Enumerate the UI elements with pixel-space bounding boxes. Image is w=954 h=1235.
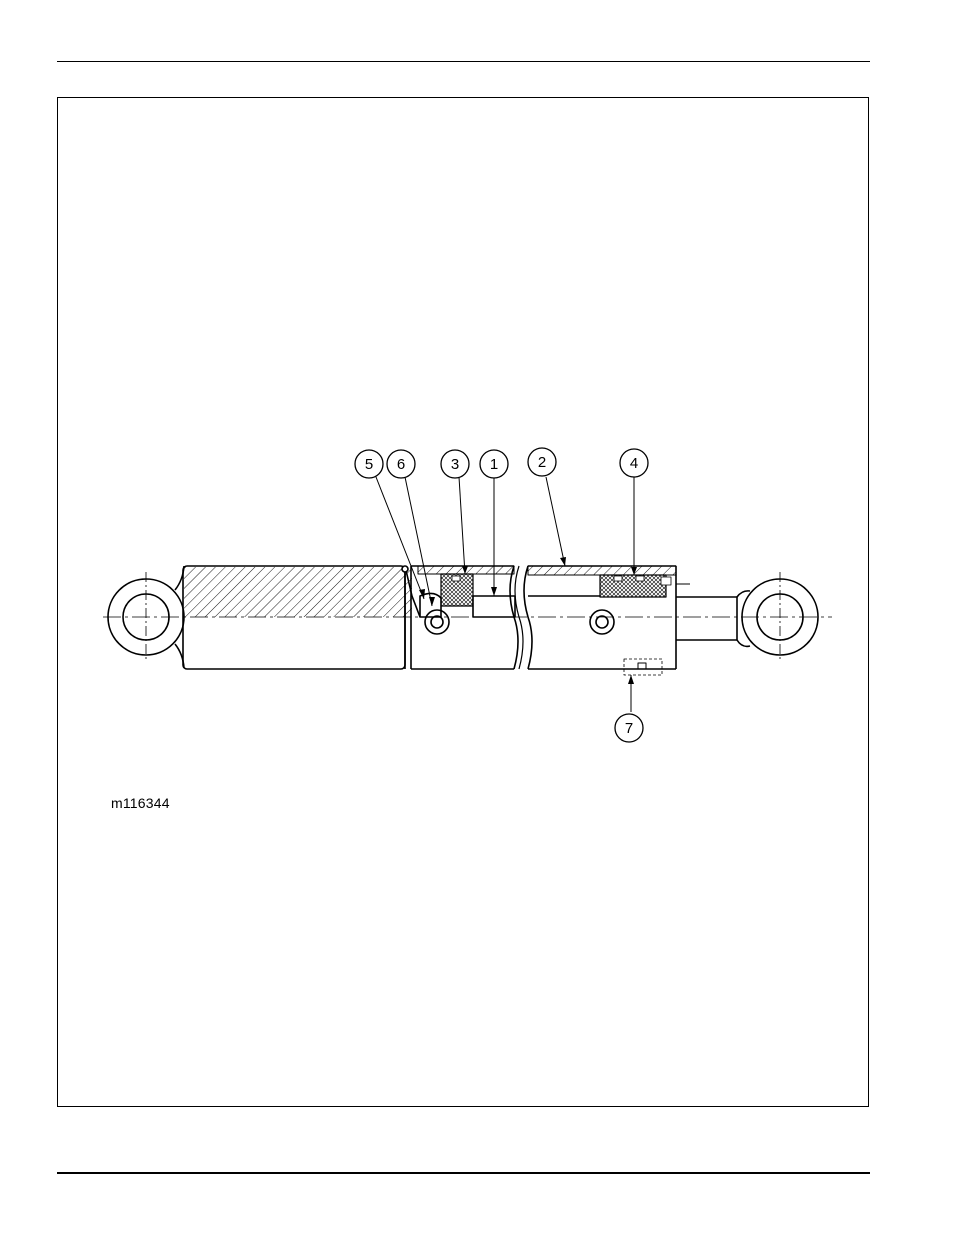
tube-mid-section <box>411 566 523 669</box>
callout-1-label: 1 <box>490 456 498 473</box>
callout-3-label: 3 <box>451 456 459 473</box>
callout-5-label: 5 <box>365 456 373 473</box>
callout-3: 3 <box>441 450 469 478</box>
callout-6-label: 6 <box>397 456 405 473</box>
callout-4: 4 <box>620 449 648 477</box>
callout-1: 1 <box>480 450 508 478</box>
leader-lines <box>376 477 634 712</box>
callout-6: 6 <box>387 450 415 478</box>
callout-7: 7 <box>615 714 643 742</box>
callout-5: 5 <box>355 450 383 478</box>
tube-right-section <box>524 566 690 675</box>
callout-2: 2 <box>528 448 556 476</box>
callout-2-label: 2 <box>538 454 546 471</box>
piston-rod-extended <box>676 591 750 647</box>
barrel-left-section <box>183 566 420 669</box>
footer-rule <box>57 1172 870 1174</box>
callout-7-label: 7 <box>625 720 633 737</box>
figure-code: m116344 <box>111 795 170 811</box>
callout-4-label: 4 <box>630 455 638 472</box>
